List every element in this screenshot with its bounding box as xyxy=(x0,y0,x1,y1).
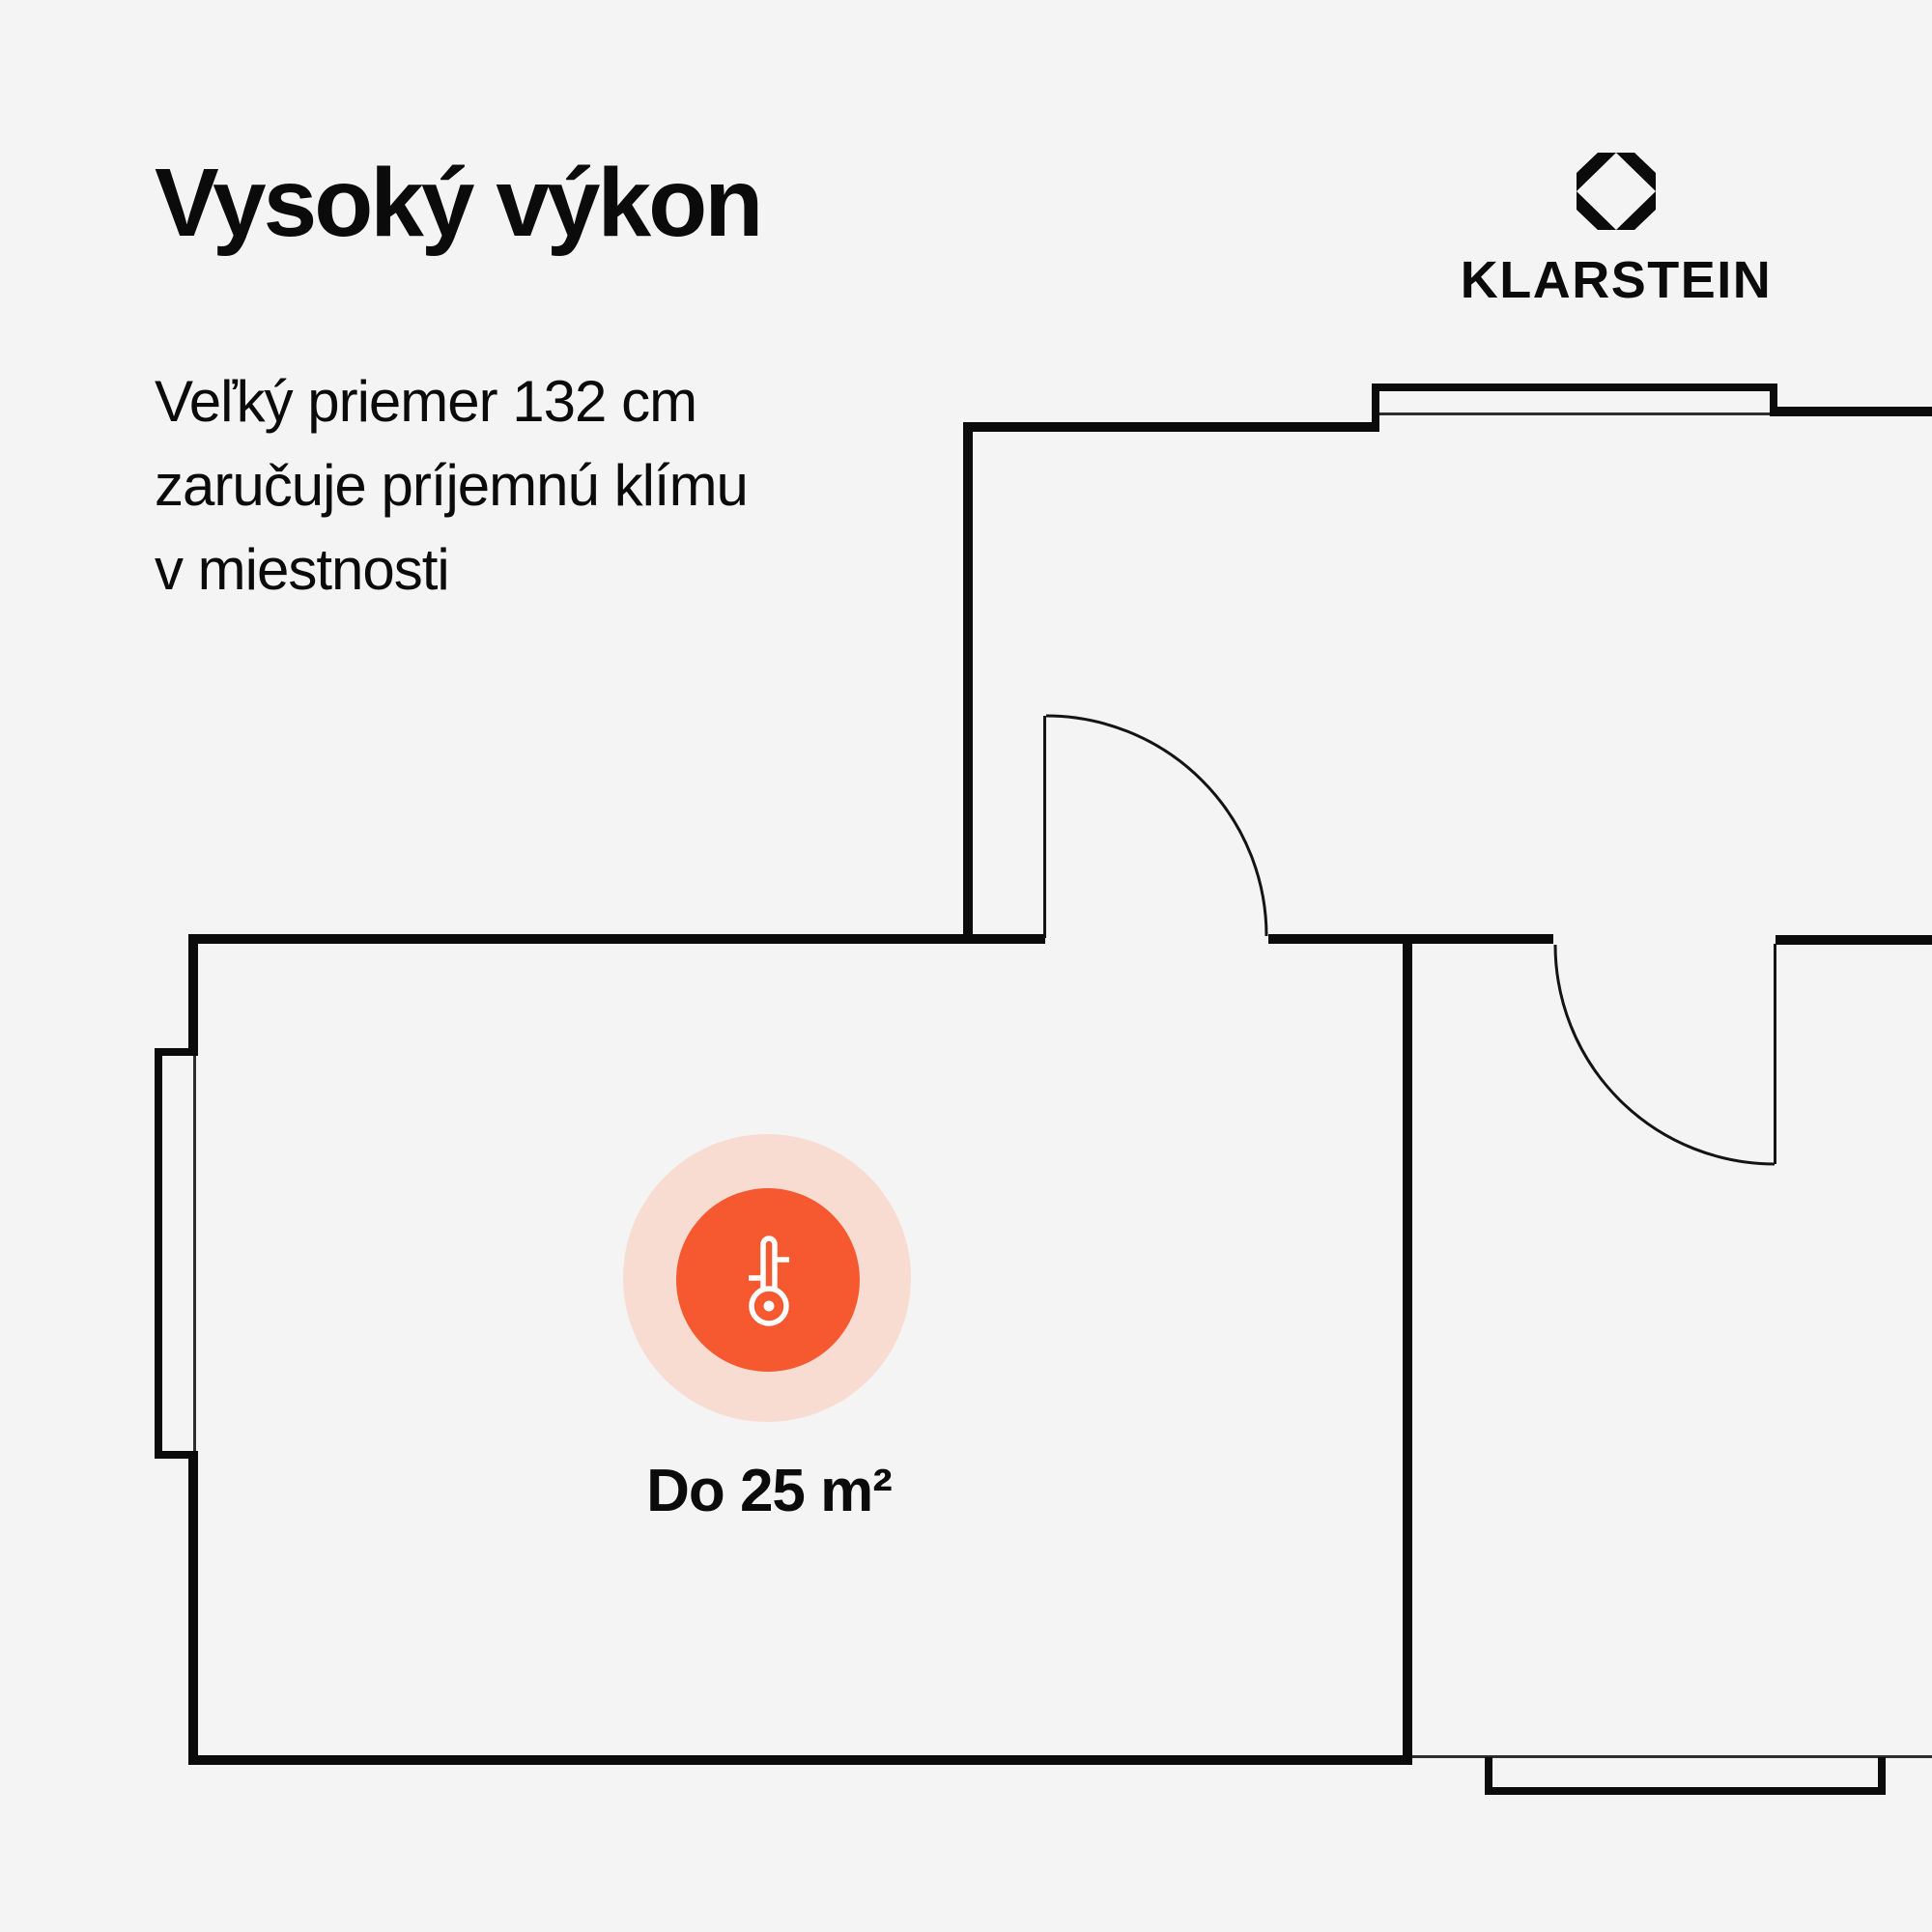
wall xyxy=(1403,944,1412,1765)
window-edge xyxy=(155,1451,198,1459)
window-sill-line xyxy=(1379,412,1770,415)
brand-logo: KLARSTEIN xyxy=(1449,153,1783,306)
door-right xyxy=(1553,944,1776,1166)
window-top xyxy=(1372,384,1777,432)
window-sill-line xyxy=(193,1056,196,1451)
thermometer-bulb xyxy=(749,1286,789,1326)
main-room-walls xyxy=(188,935,1412,1765)
window-left xyxy=(155,1048,198,1459)
wall xyxy=(188,934,1045,944)
window-edge xyxy=(1485,1757,1492,1795)
door-leaf xyxy=(1774,944,1776,1164)
window-edge xyxy=(1485,1787,1886,1795)
wall xyxy=(1776,935,1932,945)
main-wall xyxy=(188,934,1932,945)
door-swing-arc xyxy=(1045,714,1268,937)
right-room-bottom xyxy=(1412,1755,1932,1795)
brand-wordmark: KLARSTEIN xyxy=(1460,251,1773,309)
wall xyxy=(1770,407,1932,416)
door-upper xyxy=(1043,714,1268,938)
thermometer-icon xyxy=(749,1236,789,1326)
wall xyxy=(188,935,198,1056)
window-edge xyxy=(1878,1757,1886,1795)
heating-range-indicator xyxy=(623,1134,911,1422)
thermometer-stem xyxy=(760,1236,778,1292)
subtitle-line: v miestnosti xyxy=(155,537,450,602)
window-edge xyxy=(1770,384,1777,416)
window-edge xyxy=(155,1048,162,1459)
upper-room-walls xyxy=(963,407,1932,944)
page-title: Vysoký výkon xyxy=(155,149,763,257)
door-swing-arc xyxy=(1553,944,1776,1166)
wall xyxy=(188,1755,1412,1765)
heat-circle xyxy=(676,1188,860,1372)
window-edge xyxy=(1372,384,1777,391)
subtitle-line: zaručuje príjemnú klímu xyxy=(155,453,749,518)
wall xyxy=(963,422,1379,432)
wall xyxy=(963,422,973,944)
logo-glyph xyxy=(1577,153,1656,230)
wall xyxy=(1268,934,1553,944)
subtitle-line: Veľký priemer 132 cm xyxy=(155,369,697,434)
page-subtitle: Veľký priemer 132 cm zaručuje príjemnú k… xyxy=(155,359,749,611)
wall xyxy=(188,1451,198,1765)
window-edge xyxy=(1372,384,1379,432)
area-label: Do 25 m² xyxy=(646,1458,893,1524)
wall-thin-line xyxy=(1412,1755,1932,1758)
door-leaf xyxy=(1043,716,1046,938)
thermometer-bulb-dot xyxy=(763,1300,775,1312)
octagon-diamond-icon xyxy=(1577,153,1656,230)
window-edge xyxy=(155,1048,198,1056)
